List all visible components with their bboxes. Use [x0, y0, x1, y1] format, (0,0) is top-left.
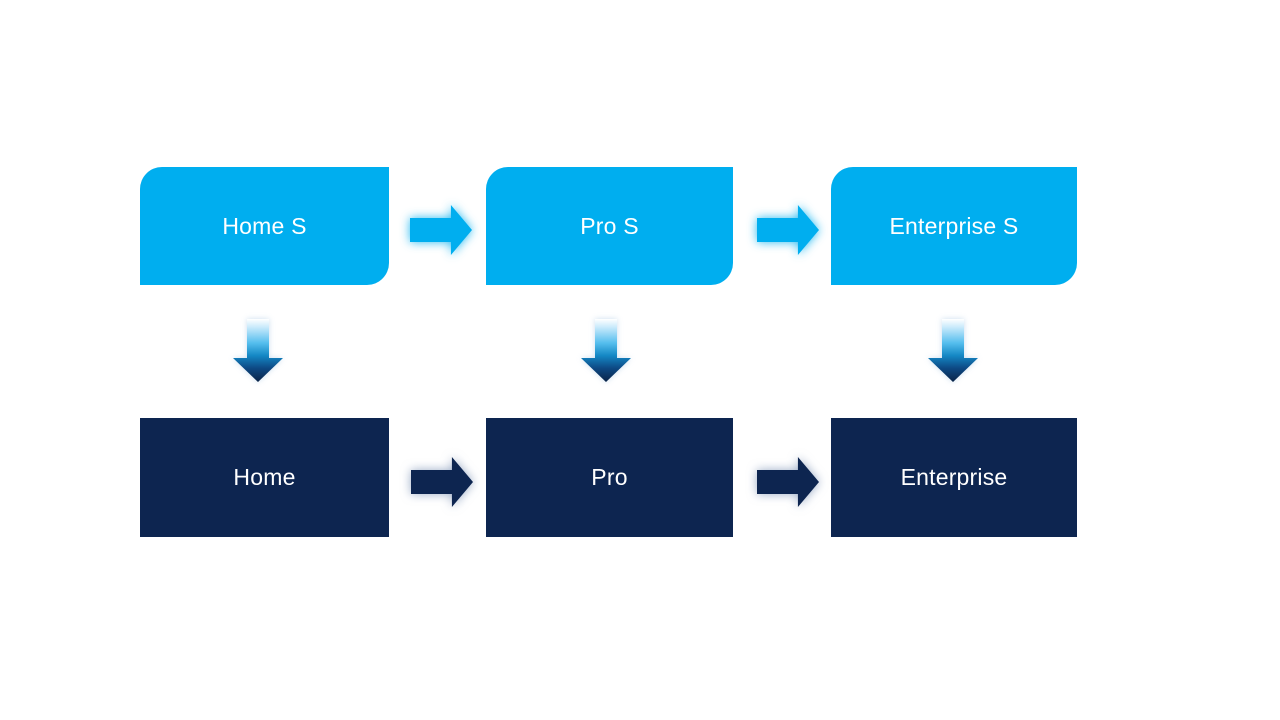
- node-home-s-label: Home S: [222, 212, 307, 239]
- down-arrow-icon: [581, 319, 631, 382]
- node-pro-s: Pro S: [486, 167, 733, 285]
- right-arrow-icon: [757, 205, 819, 255]
- node-home-label: Home: [233, 464, 296, 490]
- right-arrow-icon: [410, 205, 472, 255]
- node-enterprise-label: Enterprise: [900, 464, 1008, 490]
- node-enterprise-s: Enterprise S: [831, 167, 1077, 285]
- down-arrow-icon: [233, 319, 283, 382]
- right-arrow-icon: [411, 457, 473, 507]
- node-home: Home: [140, 418, 389, 537]
- node-enterprise: Enterprise: [831, 418, 1077, 537]
- node-pro: Pro: [486, 418, 733, 537]
- right-arrow-icon: [757, 457, 819, 507]
- down-arrow-icon: [928, 319, 978, 382]
- node-pro-s-label: Pro S: [580, 212, 639, 239]
- node-pro-label: Pro: [591, 464, 628, 490]
- node-enterprise-s-label: Enterprise S: [889, 212, 1019, 239]
- node-home-s: Home S: [140, 167, 389, 285]
